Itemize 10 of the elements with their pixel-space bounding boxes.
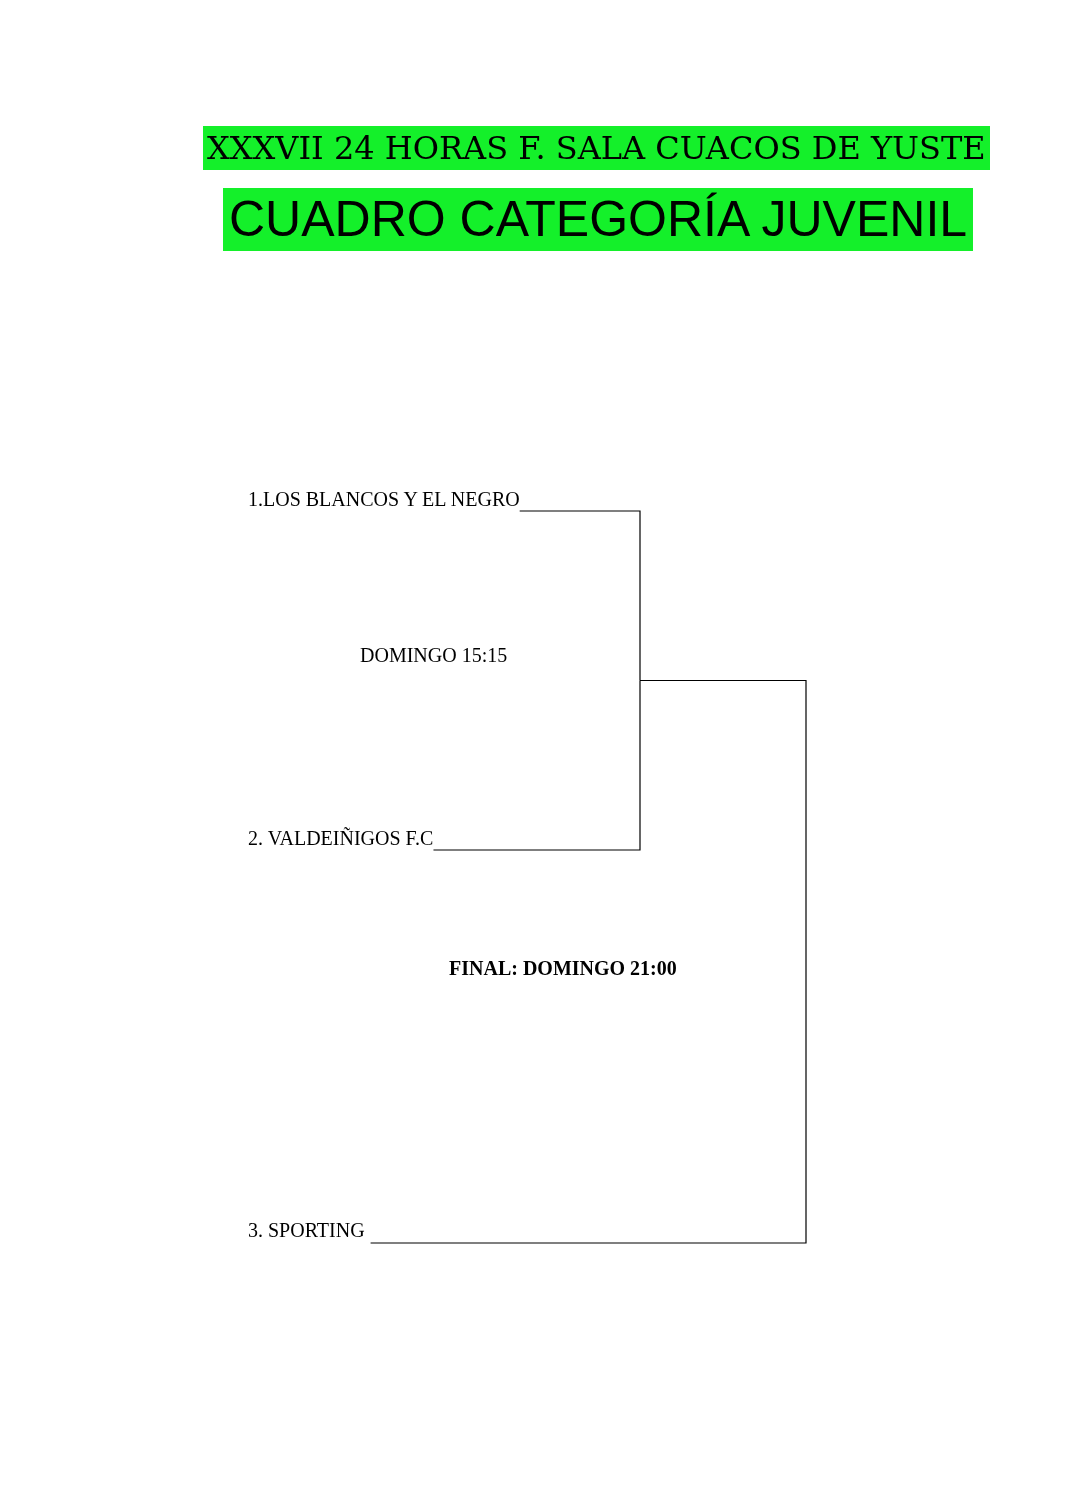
team-name: 2. VALDEIÑIGOS F.C	[248, 826, 434, 850]
bracket-line	[370, 679, 807, 1244]
title: XXXVII 24 HORAS F. SALA CUACOS DE YUSTE	[203, 126, 990, 170]
final-time: FINAL: DOMINGO 21:00	[449, 957, 677, 980]
team-name: 3. SPORTING	[248, 1218, 365, 1242]
team-name: 1.LOS BLANCOS Y EL NEGRO	[248, 487, 520, 511]
bracket-line	[432, 679, 641, 851]
bracket-line	[519, 510, 641, 682]
match-time: DOMINGO 15:15	[360, 644, 508, 667]
subtitle: CUADRO CATEGORÍA JUVENIL	[223, 188, 974, 251]
